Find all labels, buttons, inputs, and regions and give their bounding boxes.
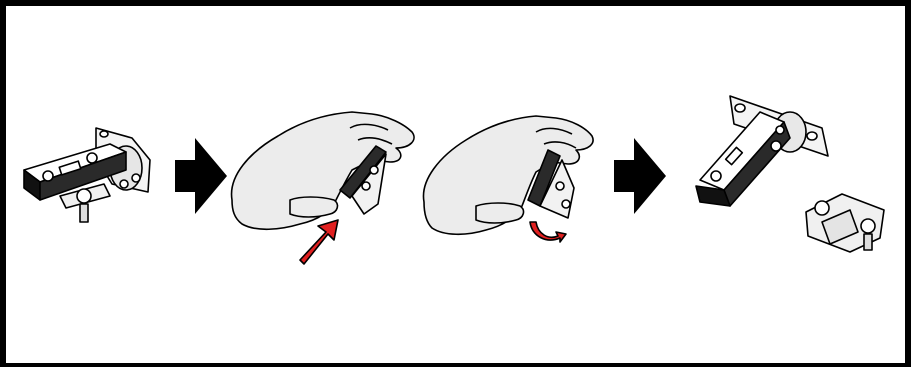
- hand-tilt-release-icon: [423, 116, 593, 242]
- arrow-right-icon: [614, 138, 666, 214]
- assembled-hinge-icon: [24, 128, 150, 222]
- hand-press-lever-icon: [232, 112, 414, 264]
- separated-hinge-icon: [696, 96, 884, 252]
- arrow-right-icon: [175, 138, 227, 214]
